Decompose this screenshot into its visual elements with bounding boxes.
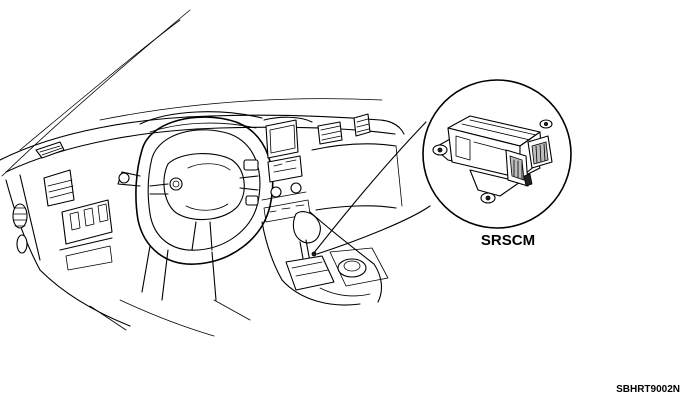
dashboard-interior-illustration <box>0 9 405 337</box>
callout-leader <box>311 121 431 257</box>
figure-code: SBHRT9002N <box>616 384 680 395</box>
srscm-label: SRSCM <box>480 232 536 249</box>
srscm-module-icon <box>432 115 553 204</box>
